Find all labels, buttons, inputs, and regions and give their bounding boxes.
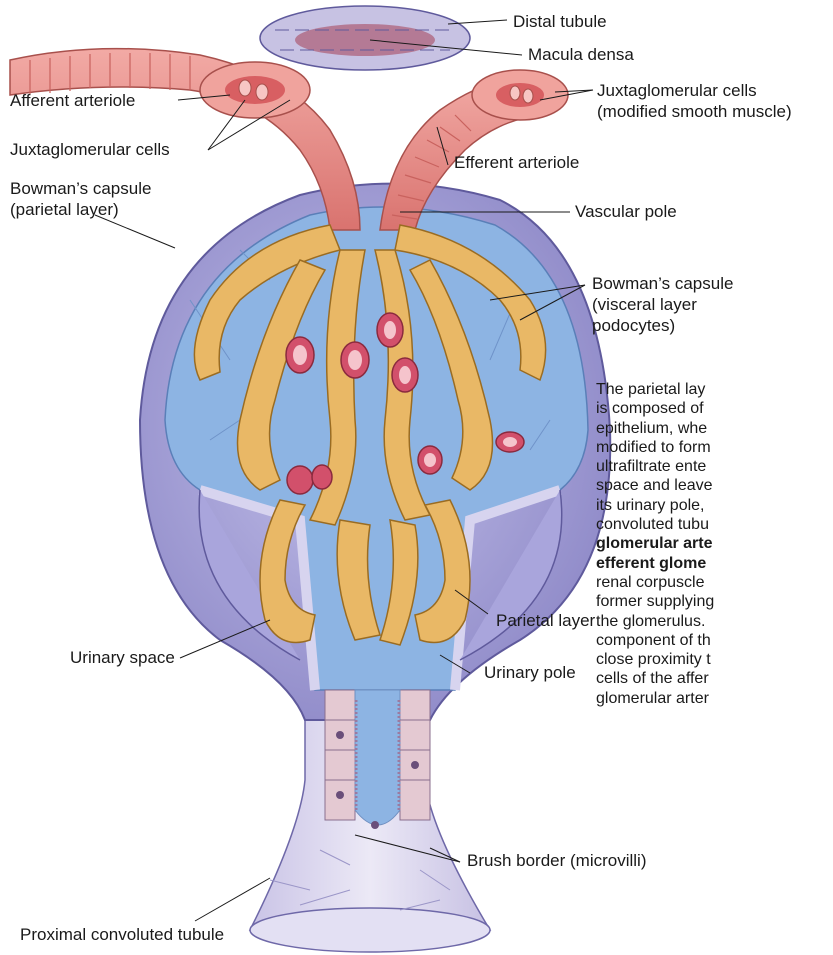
caption-line-bold: efferent glome	[596, 555, 706, 572]
label-brush-border: Brush border (microvilli)	[467, 851, 646, 871]
caption-line: modified to form	[596, 439, 711, 456]
caption-line: close proximity t	[596, 651, 711, 668]
figure-caption: The parietal lay is composed of epitheli…	[596, 380, 833, 708]
caption-line: former supplying	[596, 593, 714, 610]
label-jg-cells-right-note: (modified smooth muscle)	[597, 102, 792, 122]
caption-line: the glomerulus.	[596, 613, 705, 630]
label-afferent-arteriole: Afferent arteriole	[10, 91, 135, 111]
label-urinary-space: Urinary space	[70, 648, 175, 668]
caption-line: cells of the affer	[596, 670, 709, 687]
label-proximal-tubule: Proximal convoluted tubule	[20, 925, 224, 945]
label-bowmans-visceral-note-2: podocytes)	[592, 316, 675, 336]
distal-tubule	[260, 6, 470, 70]
label-distal-tubule: Distal tubule	[513, 12, 607, 32]
caption-line: glomerular arter	[596, 690, 709, 707]
label-vascular-pole: Vascular pole	[575, 202, 677, 222]
caption-line: epithelium, whe	[596, 420, 707, 437]
label-urinary-pole: Urinary pole	[484, 663, 576, 683]
label-parietal-layer: Parietal layer	[496, 611, 595, 631]
label-jg-cells-right: Juxtaglomerular cells	[597, 81, 757, 101]
caption-line: is composed of	[596, 400, 704, 417]
caption-line: ultrafiltrate ente	[596, 458, 706, 475]
label-jg-cells-left: Juxtaglomerular cells	[10, 140, 170, 160]
caption-line: renal corpuscle	[596, 574, 705, 591]
caption-line: component of th	[596, 632, 711, 649]
tubule-epithelium	[325, 690, 430, 829]
caption-line: convoluted tubu	[596, 516, 709, 533]
label-efferent-arteriole: Efferent arteriole	[454, 153, 579, 173]
caption-line-bold: glomerular arte	[596, 535, 712, 552]
label-bowmans-visceral: Bowman’s capsule	[592, 274, 733, 294]
label-bowmans-parietal-note: (parietal layer)	[10, 200, 119, 220]
label-bowmans-visceral-note: (visceral layer	[592, 295, 697, 315]
caption-line: space and leave	[596, 477, 713, 494]
label-macula-densa: Macula densa	[528, 45, 634, 65]
caption-line: The parietal lay	[596, 381, 705, 398]
caption-line: its urinary pole,	[596, 497, 705, 514]
label-bowmans-parietal: Bowman’s capsule	[10, 179, 151, 199]
